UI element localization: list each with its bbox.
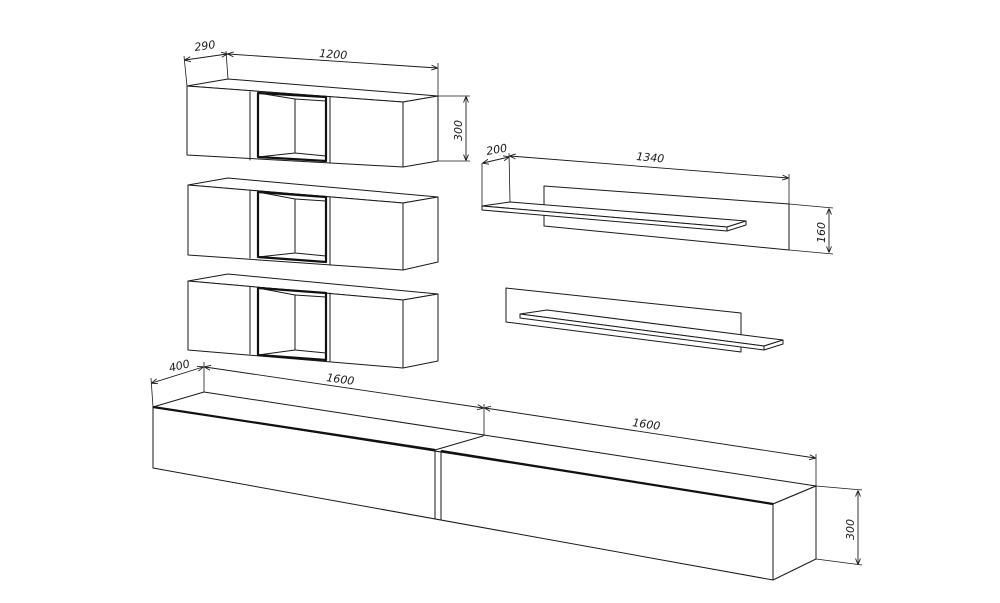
wall-cabinet-bottom — [187, 273, 439, 369]
dimension-tv-unit-width-right: 1600 — [485, 408, 817, 486]
dimension-cabinet-width: 1200 — [228, 47, 439, 96]
dimension-shelf-height: 160 — [788, 203, 834, 255]
dimension-label-tv-unit-width-right: 1600 — [632, 416, 662, 433]
dimension-cabinet-depth: 290 — [183, 38, 229, 87]
dimension-shelf-width: 1340 — [510, 150, 790, 204]
tv-unit — [152, 391, 817, 581]
wall-cabinet-top — [186, 78, 439, 168]
dimension-label-cabinet-depth: 290 — [194, 38, 217, 54]
dimension-label-tv-unit-depth: 400 — [168, 357, 192, 375]
dimension-cabinet-height: 300 — [438, 95, 470, 162]
dimension-label-tv-unit-height: 300 — [844, 519, 857, 540]
dimension-tv-unit-height: 300 — [815, 485, 863, 566]
dimension-label-cabinet-height: 300 — [452, 120, 465, 141]
dimension-label-shelf-depth: 200 — [485, 142, 508, 158]
dimension-label-shelf-width: 1340 — [636, 150, 665, 165]
wall-cabinet-middle — [187, 177, 439, 271]
dimension-shelf-depth: 200 — [481, 142, 511, 206]
wall-shelf-bottom — [505, 287, 784, 353]
dimension-label-cabinet-width: 1200 — [319, 47, 348, 62]
wall-shelf-top — [481, 185, 790, 251]
dimension-label-tv-unit-width-left: 1600 — [326, 371, 356, 388]
dimension-label-shelf-height: 160 — [815, 222, 828, 243]
